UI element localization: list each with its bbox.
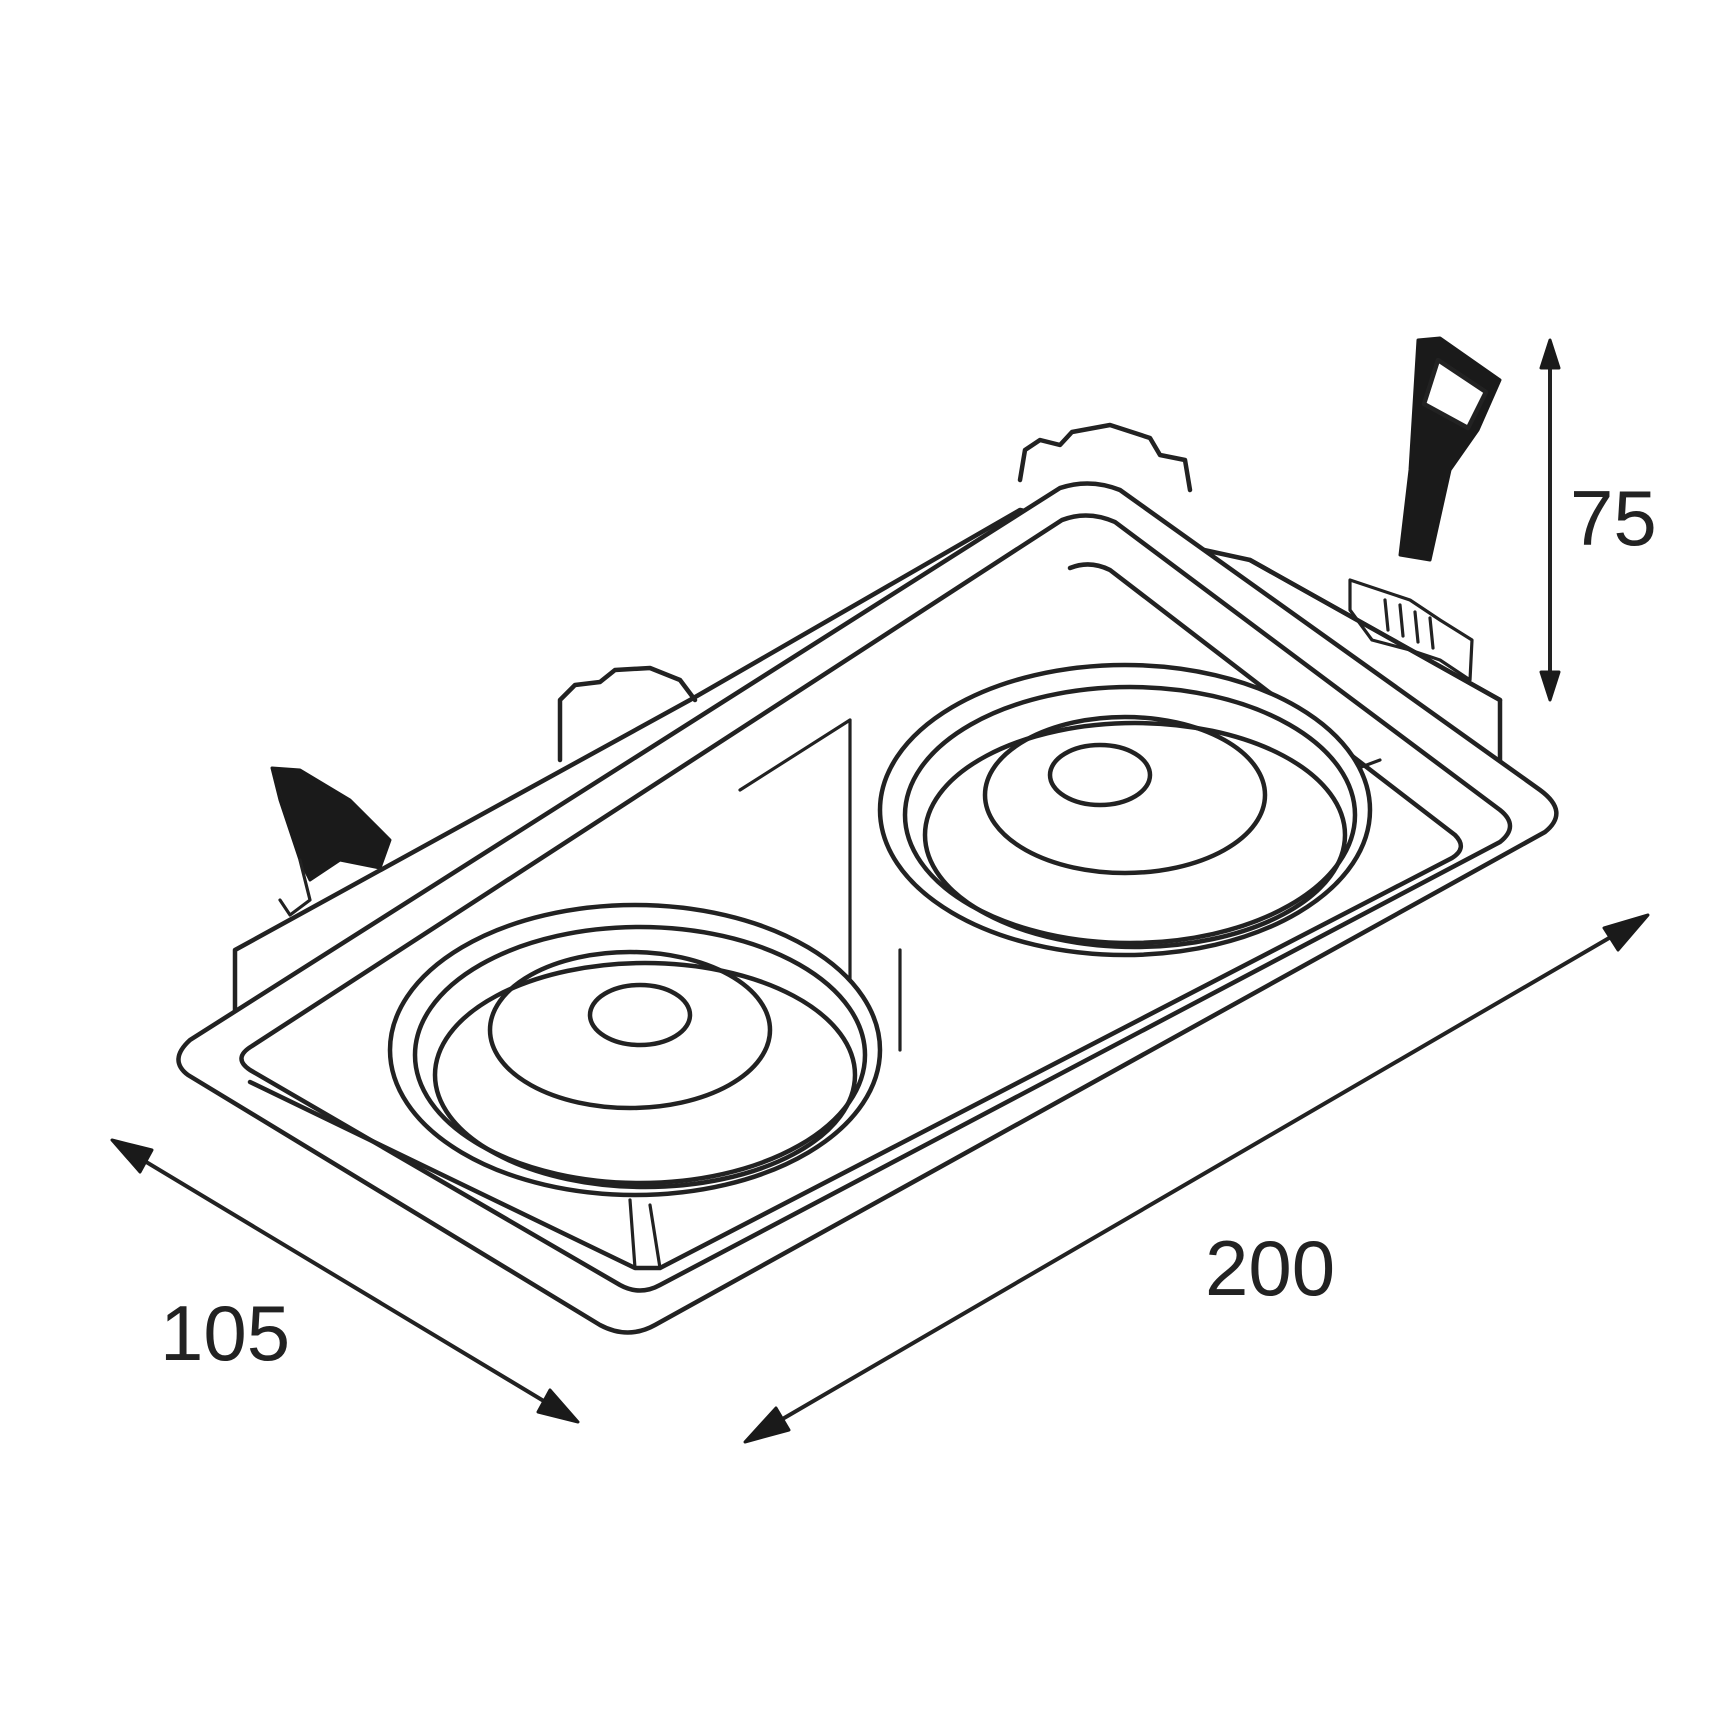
- lamp-module-left: [387, 902, 883, 1198]
- depth-dimension-line: [116, 1143, 574, 1420]
- width-arrow-start: [743, 1406, 791, 1444]
- width-arrow-end: [1602, 913, 1650, 952]
- depth-arrow-start: [110, 1138, 154, 1174]
- spring-clip-right: [1348, 336, 1502, 682]
- width-dimension-line: [753, 918, 1642, 1437]
- depth-arrow-end: [536, 1388, 580, 1424]
- height-value-label: 75: [1570, 474, 1657, 562]
- spring-clip-left: [270, 766, 392, 917]
- dimension-width: 200: [743, 913, 1650, 1444]
- rear-bracket-right: [1017, 422, 1193, 493]
- dimension-height: 75: [1539, 338, 1657, 702]
- rear-bracket-left: [557, 665, 698, 763]
- height-arrow-top: [1539, 338, 1561, 370]
- lamp-carrier-inner: [738, 718, 1382, 1052]
- width-value-label: 200: [1205, 1224, 1335, 1312]
- height-arrow-bottom: [1539, 670, 1561, 702]
- depth-value-label: 105: [160, 1289, 290, 1377]
- dimension-depth: 105: [110, 1138, 580, 1424]
- lamp-module-right: [877, 662, 1373, 958]
